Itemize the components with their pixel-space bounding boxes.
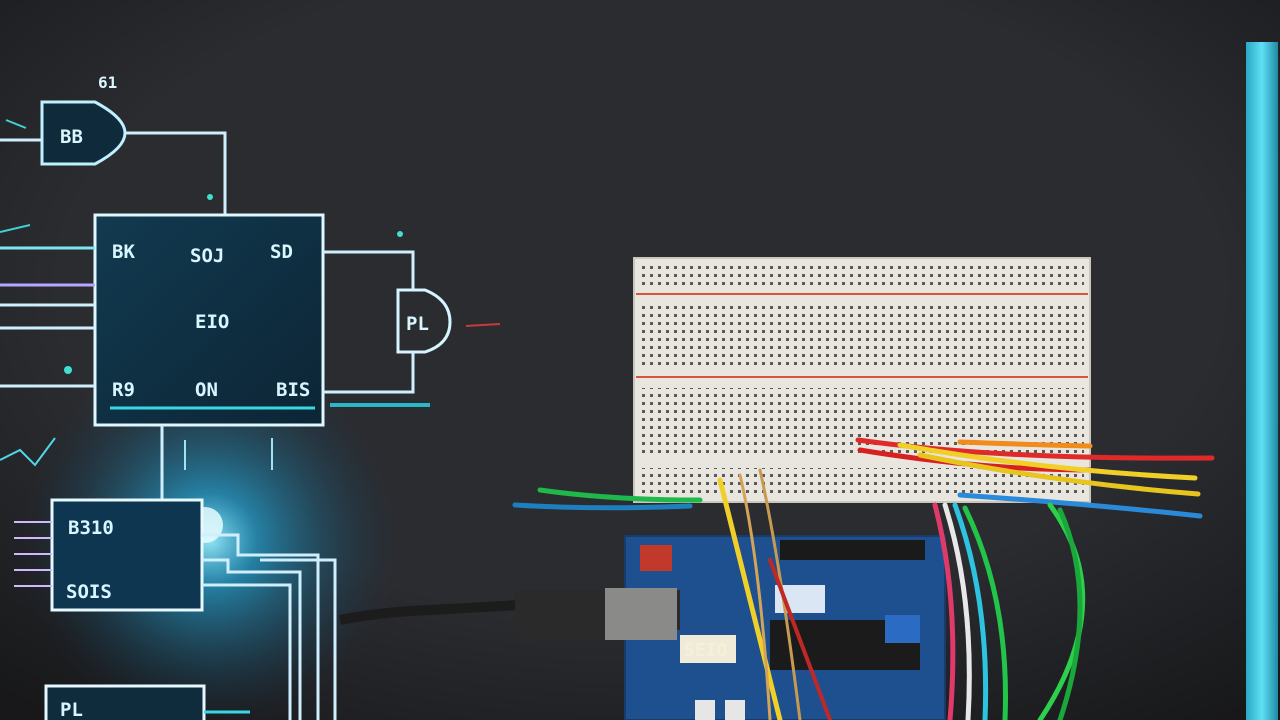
wire-blue-left <box>512 502 693 511</box>
wire-green-right-2 <box>1057 507 1083 720</box>
main-ic-label-center: EIO <box>195 311 229 333</box>
wire-tan-1 <box>738 473 772 720</box>
dot-1 <box>207 194 213 200</box>
arduino-connector-1 <box>695 700 715 720</box>
wire-orange <box>957 439 1093 449</box>
lower-ic-label-top: B310 <box>68 517 114 539</box>
mark-left-1 <box>0 224 31 233</box>
accent-bar <box>1246 42 1278 720</box>
arduino-connector-2 <box>725 700 745 720</box>
wire-pink-down <box>932 502 956 720</box>
arduino-reset <box>640 545 672 571</box>
arduino-cap <box>885 615 920 643</box>
wire-green-down <box>962 505 1008 720</box>
wire-yellow-down <box>717 477 783 720</box>
squiggle-mark <box>0 437 56 467</box>
mark-left-2 <box>5 119 27 129</box>
wire-white-down <box>942 502 972 720</box>
wire-right-gate-back <box>323 352 415 394</box>
main-ic-label-br: BIS <box>276 379 310 401</box>
wire-red-down <box>768 558 832 720</box>
wire-lower-out-2 <box>202 558 302 720</box>
wire-lower-out-1 <box>202 533 320 720</box>
wire-green-left <box>537 487 703 503</box>
wire-lower-out-3 <box>202 583 292 720</box>
bottom-ic <box>44 684 206 720</box>
main-ic-label-tr: SD <box>270 241 293 263</box>
wire-yellow-1 <box>897 442 1198 481</box>
usb-plug-metal <box>605 588 677 640</box>
main-ic-label-tm: SOJ <box>190 245 224 267</box>
main-ic-label-bm: ON <box>195 379 218 401</box>
bottom-ic-label: PL <box>60 699 83 720</box>
dot-3 <box>64 366 72 374</box>
usb-plug-body <box>515 590 605 638</box>
breadboard <box>633 257 1091 503</box>
wire-blue-1 <box>957 492 1203 519</box>
usb-wire <box>339 600 521 625</box>
wire-to-right-gate <box>323 250 415 290</box>
schematic-diagram <box>0 100 501 720</box>
right-gate <box>396 288 452 354</box>
top-tag-label: 61 <box>98 73 117 92</box>
main-ic-label-bl: R9 <box>112 379 135 401</box>
dot-2 <box>397 231 403 237</box>
top-gate-label: BB <box>60 126 83 148</box>
right-gate-label: PL <box>406 313 429 335</box>
wire-lower-out-4 <box>260 558 337 720</box>
arduino-display <box>680 635 736 663</box>
arduino-header-top <box>780 540 925 560</box>
main-ic <box>93 213 325 427</box>
main-ic-label-tl: BK <box>112 241 135 263</box>
wire-yellow-2 <box>917 452 1201 497</box>
breadboard-top-rail <box>640 265 1084 287</box>
top-gate <box>40 100 127 166</box>
jumper-wires <box>512 437 1215 720</box>
wire-red-1 <box>855 437 1215 461</box>
wire-cyan-down <box>952 502 989 720</box>
wire-red-stub <box>465 323 501 327</box>
lower-ic-label-bottom: SOIS <box>66 581 112 603</box>
arduino-display-label: SEIO <box>684 640 728 661</box>
wire-tan-2 <box>758 468 802 720</box>
wire-top-gate-out <box>125 131 227 215</box>
arduino-board <box>624 535 946 720</box>
usb-cable <box>339 588 677 640</box>
breadboard-upper-holes <box>640 305 1084 367</box>
